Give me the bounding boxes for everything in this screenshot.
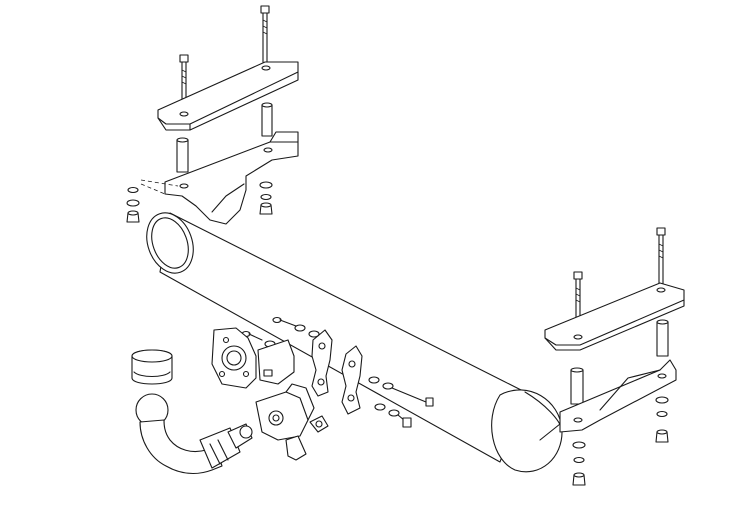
left-nut-stack-b: [259, 181, 273, 215]
right-spacer-sleeve-a: [656, 319, 669, 357]
left-spacer-sleeve-b: [176, 137, 189, 173]
right-top-bolt-a: [656, 227, 666, 286]
tow-bar-crossbeam: [146, 212, 576, 473]
coupling-bracket-left: [311, 329, 333, 397]
socket-bracket: [257, 339, 295, 385]
tow-ball-cap: [131, 349, 173, 385]
right-nut-stack-b: [655, 396, 669, 443]
right-nut-stack-a: [572, 441, 586, 486]
coupling-bracket-right: [341, 345, 363, 415]
left-nut-stack-a: [126, 186, 140, 223]
left-top-bolt-a: [260, 5, 270, 63]
left-spacer-sleeve-a: [261, 102, 273, 137]
left-mounting-bracket: [140, 131, 299, 225]
right-mounting-plate: [544, 282, 685, 351]
right-mounting-bracket: [559, 359, 677, 433]
electric-socket-plate: [211, 327, 257, 389]
right-spacer-sleeve-b: [570, 367, 584, 405]
tow-ball-neck: [135, 393, 253, 475]
coupling-lock-mechanism: [255, 383, 329, 461]
left-mounting-plate: [157, 61, 299, 131]
